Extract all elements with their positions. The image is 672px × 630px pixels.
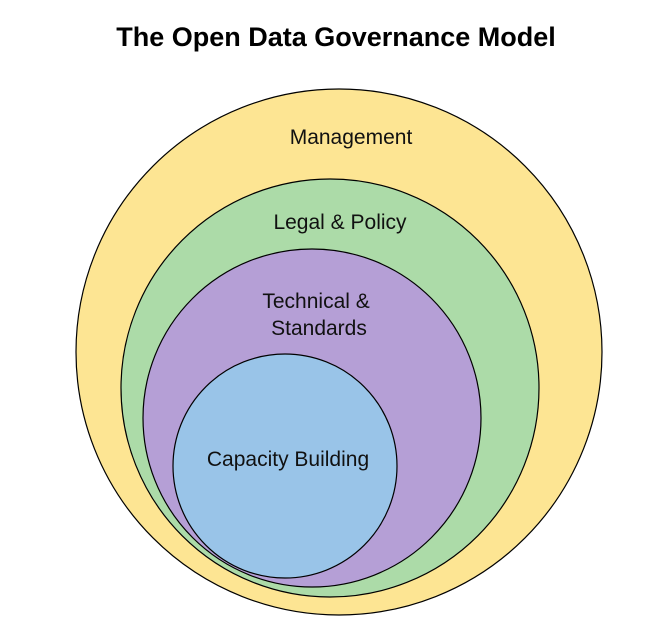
management-label: Management: [290, 126, 413, 149]
capacity-building-label: Capacity Building: [207, 448, 369, 471]
diagram-title: The Open Data Governance Model: [116, 22, 556, 52]
capacity-building-circle: [172, 353, 398, 579]
legal-policy-label: Legal & Policy: [273, 211, 407, 234]
technical-standards-label: Technical & Standards: [262, 290, 375, 340]
